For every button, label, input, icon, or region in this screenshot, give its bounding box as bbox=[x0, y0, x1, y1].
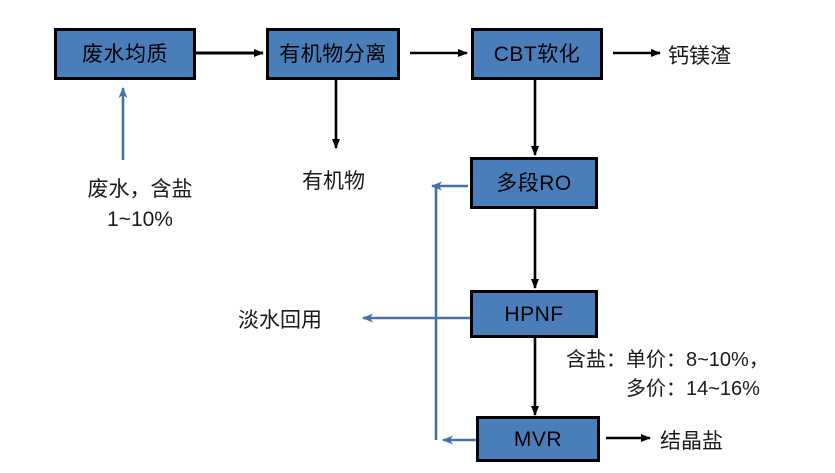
node-mvr-label: MVR bbox=[513, 427, 563, 451]
node-organics-separation-label: 有机物分离 bbox=[279, 42, 387, 66]
label-organics: 有机物 bbox=[302, 167, 365, 197]
feed-note-line1: 废水，含盐 bbox=[87, 178, 193, 201]
label-organics-text: 有机物 bbox=[302, 170, 365, 193]
label-fresh-water-reuse: 淡水回用 bbox=[238, 306, 322, 336]
salinity-note-line1: 含盐：单价：8~10%， bbox=[566, 349, 769, 371]
label-fresh-water-reuse-text: 淡水回用 bbox=[238, 309, 322, 332]
label-crystal-salt: 结晶盐 bbox=[660, 427, 723, 457]
node-homogenize-label: 废水均质 bbox=[82, 42, 168, 66]
feed-note-line2: 1~10% bbox=[107, 208, 173, 232]
label-crystal-salt-text: 结晶盐 bbox=[660, 430, 723, 453]
salinity-note: 含盐：单价：8~10%， 多价：14~16% bbox=[566, 346, 835, 404]
node-organics-separation[interactable]: 有机物分离 bbox=[266, 28, 400, 80]
node-multi-stage-ro-label: 多段RO bbox=[496, 171, 572, 195]
node-mvr[interactable]: MVR bbox=[476, 416, 600, 462]
node-homogenize[interactable]: 废水均质 bbox=[54, 28, 196, 80]
node-cbt-softening-label: CBT软化 bbox=[493, 42, 581, 66]
node-multi-stage-ro[interactable]: 多段RO bbox=[470, 157, 598, 209]
label-ca-mg-slag: 钙镁渣 bbox=[668, 42, 731, 72]
label-ca-mg-slag-text: 钙镁渣 bbox=[668, 45, 731, 68]
node-cbt-softening[interactable]: CBT软化 bbox=[471, 28, 603, 80]
feed-note: 废水，含盐 1~10% bbox=[50, 175, 230, 236]
salinity-note-line2: 多价：14~16% bbox=[626, 378, 760, 400]
node-hpnf-label: HPNF bbox=[504, 302, 564, 326]
node-hpnf[interactable]: HPNF bbox=[470, 290, 598, 338]
